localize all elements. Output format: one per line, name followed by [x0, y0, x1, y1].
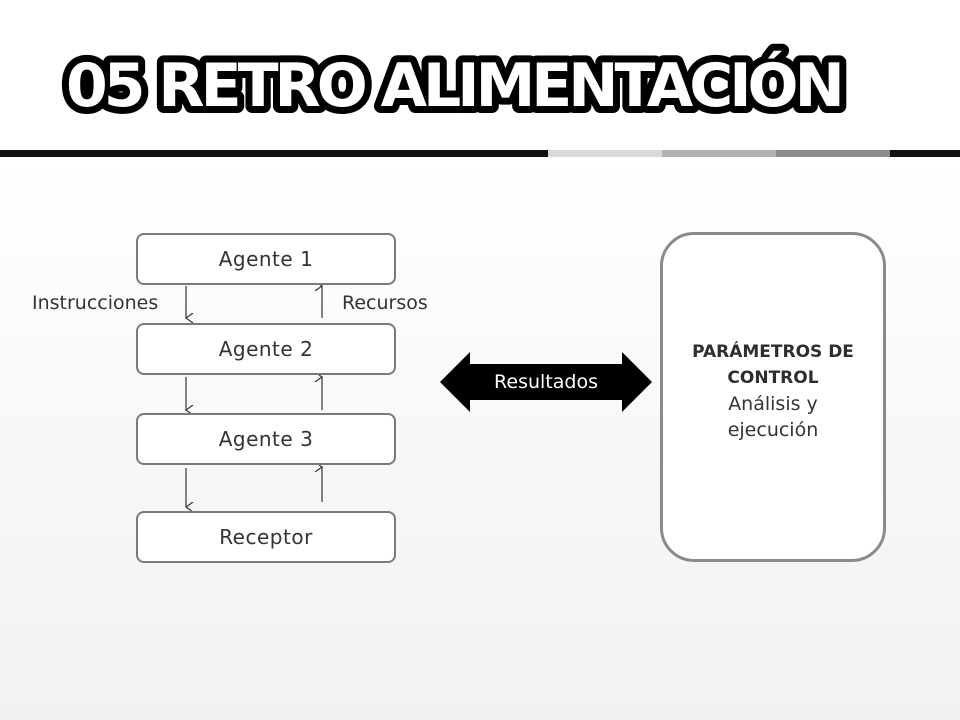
control-parameters-subtitle: Análisis y ejecución — [727, 393, 819, 441]
title-divider-segment-black — [0, 150, 548, 157]
receptor-label: Receptor — [219, 525, 313, 549]
resources-label: Recursos — [342, 292, 428, 314]
title-divider-segment-light — [548, 150, 662, 157]
agent-box-2: Agente 2 — [136, 323, 396, 375]
slide-title-graphic: 05 RETRO ALIMENTACIÓN — [60, 43, 852, 128]
agent-box-3: Agente 3 — [136, 413, 396, 465]
control-parameters-box: PARÁMETROS DE CONTROL Análisis y ejecuci… — [660, 232, 886, 562]
instructions-label: Instrucciones — [32, 292, 159, 314]
control-parameters-title: PARÁMETROS DE CONTROL — [692, 342, 854, 388]
slide-title-area: 05 RETRO ALIMENTACIÓN — [60, 40, 880, 130]
title-divider-segment-end — [890, 150, 960, 157]
agent-box-1: Agente 1 — [136, 233, 396, 285]
slide-title: 05 RETRO ALIMENTACIÓN — [66, 50, 841, 121]
double-arrow-shape — [440, 352, 652, 412]
title-divider-segment-dark — [776, 150, 890, 157]
agent-label-1: Agente 1 — [218, 247, 314, 271]
receptor-box: Receptor — [136, 511, 396, 563]
results-double-arrow: Resultados — [440, 352, 652, 412]
agent-label-3: Agente 3 — [218, 427, 314, 451]
agent-label-2: Agente 2 — [218, 337, 314, 361]
title-divider-segment-mid — [662, 150, 776, 157]
results-label: Resultados — [494, 371, 598, 393]
